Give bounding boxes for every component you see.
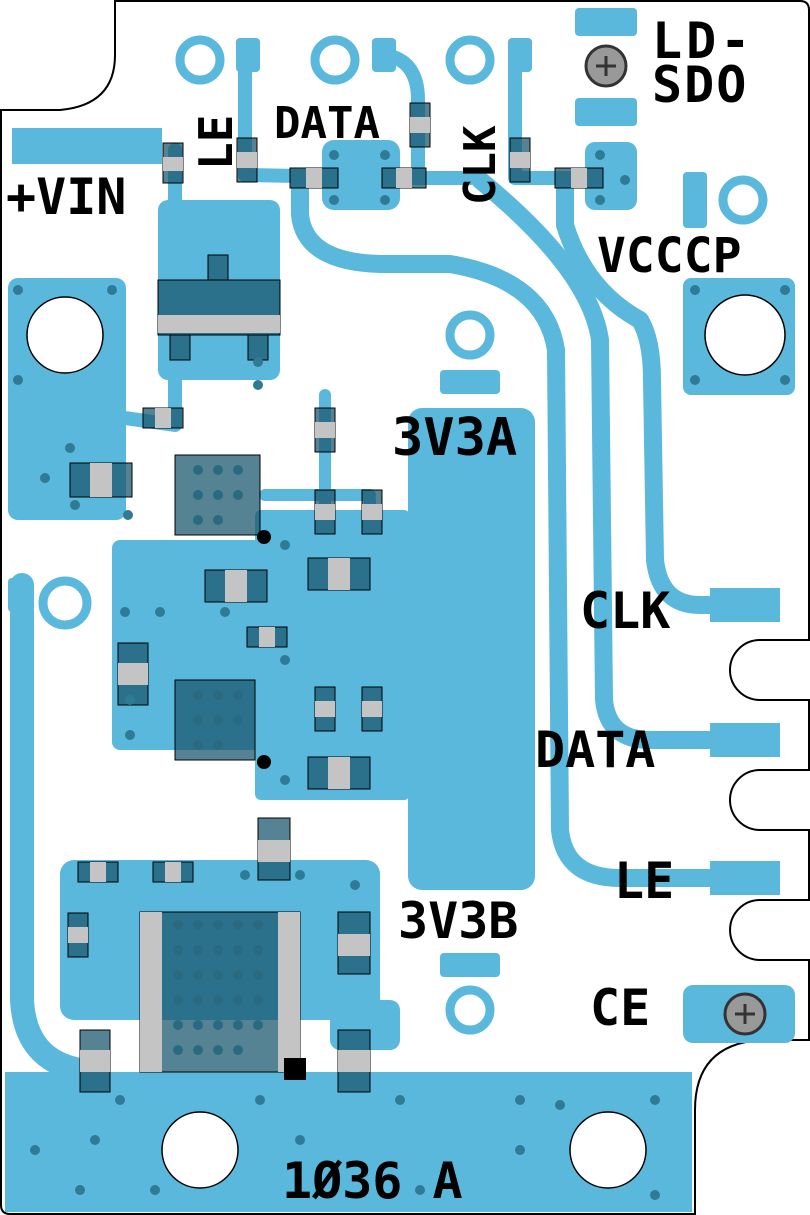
mounting-hole (26, 296, 104, 374)
label-le-right: LE (614, 852, 674, 910)
board-id: 1Ø36 A (282, 1152, 463, 1210)
vias (13, 150, 790, 1200)
screw-icon (723, 992, 767, 1036)
label-ce: CE (590, 979, 650, 1037)
screw-icon (584, 44, 628, 88)
label-sdo: SDO (652, 56, 748, 114)
label-le-top: LE (189, 115, 243, 170)
mounting-hole (161, 1111, 239, 1189)
label-3v3b: 3V3B (398, 892, 518, 950)
label-clk-right: CLK (580, 582, 670, 640)
label-vin: +VIN (6, 168, 126, 226)
mounting-hole (569, 1111, 647, 1189)
label-data-top: DATA (274, 98, 380, 149)
ic-thermal-vias (173, 465, 263, 1055)
label-data-right: DATA (535, 721, 655, 779)
label-3v3a: 3V3A (392, 408, 517, 468)
mounting-hole (704, 294, 786, 376)
label-clk-top: CLK (455, 125, 506, 205)
label-vcccp: VCCCP (597, 228, 742, 284)
label-ld: LD- (652, 12, 754, 70)
